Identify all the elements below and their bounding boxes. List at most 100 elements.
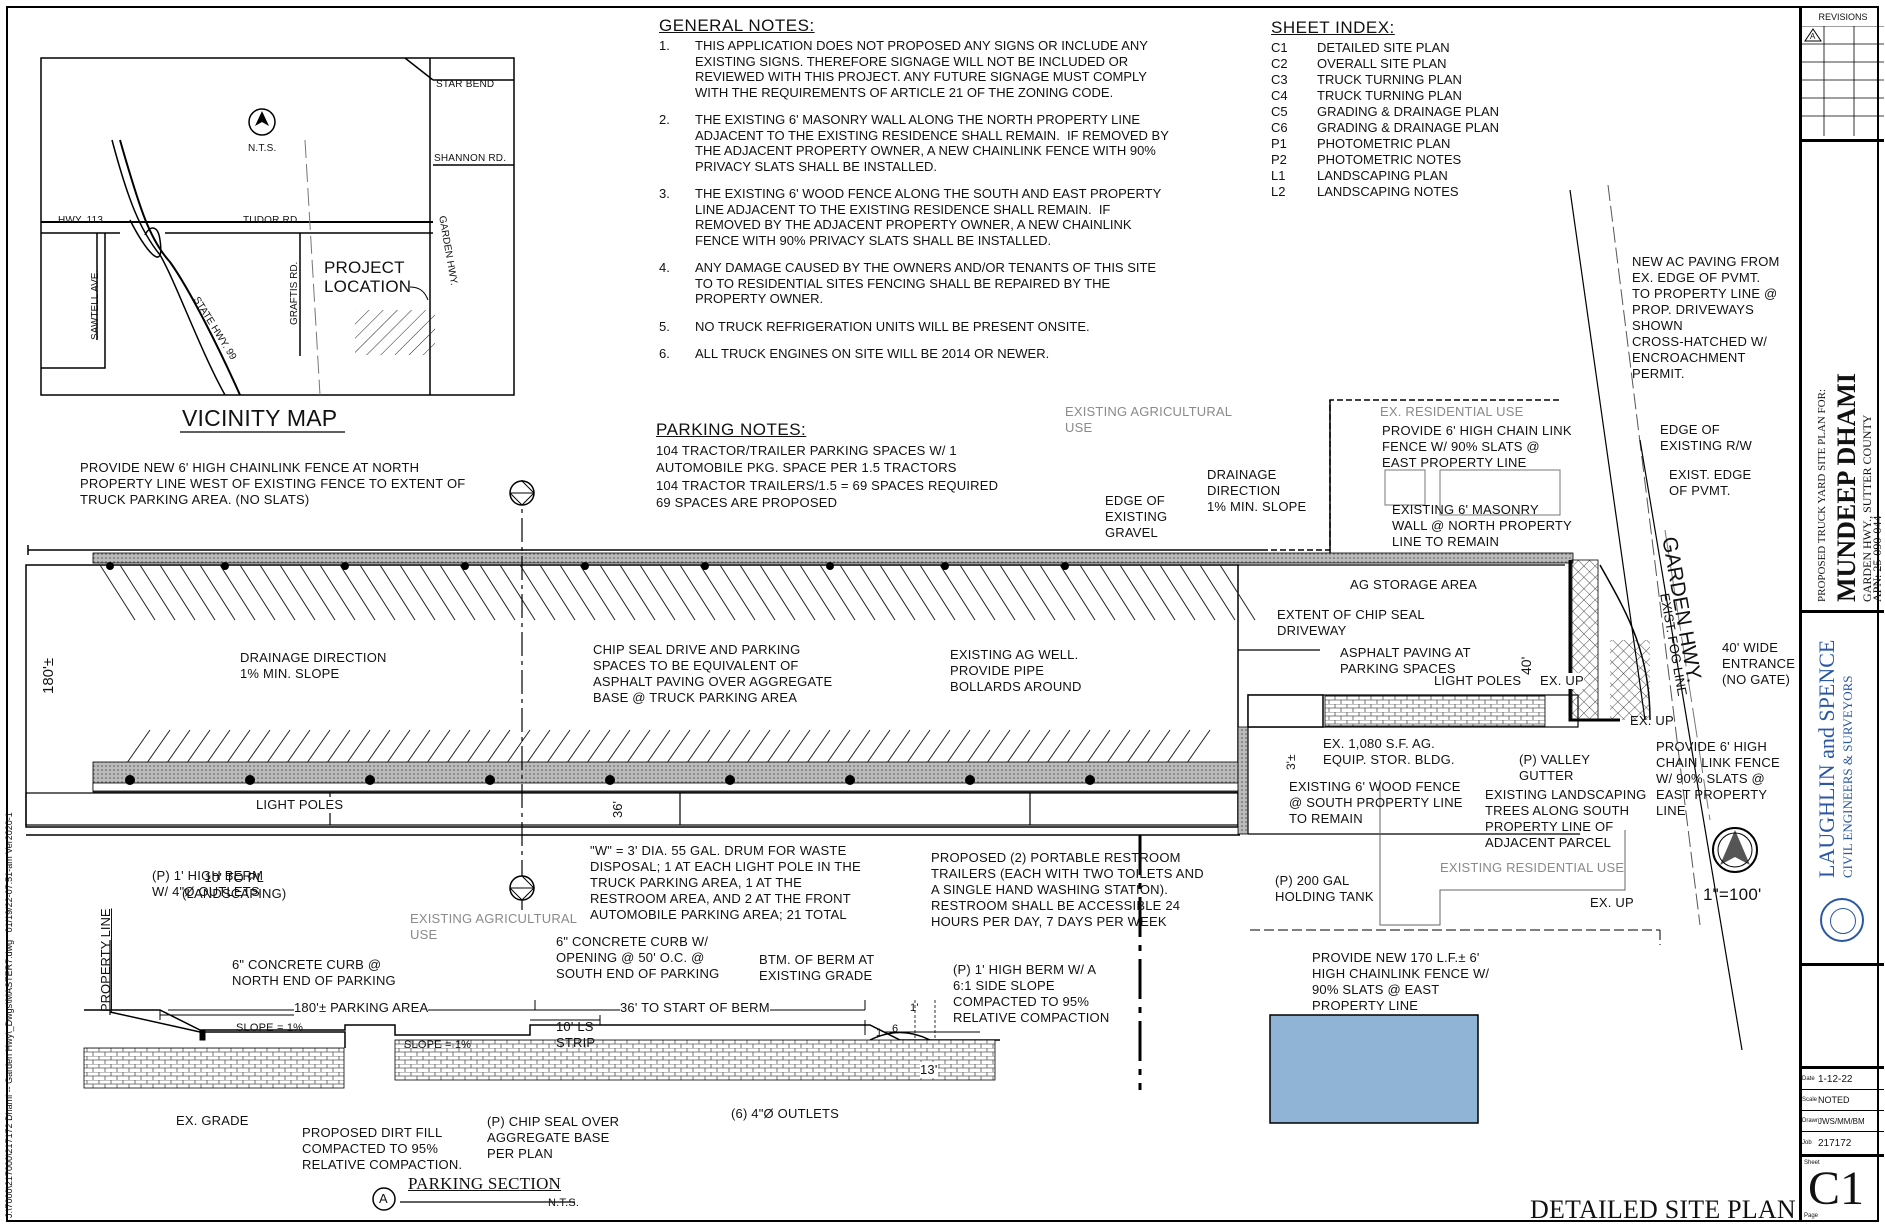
- section-ex-grade: EX. GRADE: [176, 1113, 249, 1128]
- sheet-label: Sheet: [1804, 1160, 1820, 1166]
- general-note: 2.THE EXISTING 6' MASONRY WALL ALONG THE…: [659, 112, 1169, 174]
- sheet-title: DETAILED SITE PLAN: [1530, 1195, 1796, 1224]
- job-label: Job: [1802, 1140, 1812, 1146]
- scale-label: Scale: [1802, 1097, 1818, 1103]
- label-drainage-direction-top: DRAINAGE DIRECTION 1% MIN. SLOPE: [1207, 467, 1307, 514]
- vicinity-map-drawing: [40, 57, 515, 396]
- section-berm-2: (P) 1' HIGH BERM w/ A 6:1 SIDE SLOPE COM…: [953, 962, 1110, 1025]
- label-wood-fence: EXISTING 6' WOOD FENCE @ SOUTH PROPERTY …: [1289, 779, 1463, 826]
- label-ag-storage: AG STORAGE AREA: [1350, 577, 1478, 593]
- label-asphalt-paving: ASPHALT PAVING AT PARKING SPACES: [1340, 645, 1471, 676]
- label-ex-up-3: EX. UP: [1590, 895, 1634, 910]
- revisions-grid: [1802, 26, 1884, 136]
- vm-road-shannon: SHANNON RD.: [434, 153, 507, 164]
- sheet-number-box: Sheet C1 Page: [1802, 1159, 1884, 1222]
- section-parking-area: 180'± PARKING AREA: [294, 1000, 429, 1016]
- section-btm-berm: BTM. OF BERM AT EXISTING GRADE: [759, 952, 875, 983]
- vm-project-location: PROJECT LOCATION: [324, 258, 412, 296]
- general-note: 3.THE EXISTING 6' WOOD FENCE ALONG THE S…: [659, 186, 1162, 248]
- label-drainage-direction-left: DRAINAGE DIRECTION 1% MIN. SLOPE: [240, 650, 387, 682]
- label-existing-residential-use: EXISTING RESIDENTIAL USE: [1440, 860, 1625, 876]
- parking-notes-heading: PARKING NOTES:: [656, 420, 807, 439]
- blank-box: [1802, 966, 1884, 1069]
- section-slope-1: SLOPE = 1%: [236, 1022, 304, 1034]
- label-ex-up-1: EX. UP: [1540, 673, 1584, 689]
- label-exist-edge-pvmt: EXIST. EDGE OF PVMT.: [1669, 467, 1752, 498]
- label-ex-storage-bldg: EX. 1,080 S.F. AG. EQUIP. STOR. BLDG.: [1323, 736, 1455, 767]
- label-dim-36: 36': [610, 801, 625, 818]
- label-light-poles-bottom: LIGHT POLES: [256, 797, 344, 813]
- label-existing-ag-well: EXISTING AG WELL. PROVIDE PIPE BOLLARDS …: [950, 647, 1082, 695]
- section-ls-strip: 10' LS STRIP: [556, 1019, 596, 1050]
- drawn-label: Drawn: [1802, 1118, 1820, 1124]
- general-notes-heading: GENERAL NOTES:: [659, 16, 815, 35]
- section-outlets: (6) 4"ø OUTLETS: [731, 1106, 840, 1121]
- client-address-2: APN: 25-090-044: [1870, 515, 1884, 602]
- section-start-berm: 36' TO START OF BERM: [620, 1000, 770, 1016]
- section-marker: A: [379, 1191, 388, 1206]
- general-note: 6.ALL TRUCK ENGINES ON SITE WILL BE 2014…: [659, 346, 1050, 361]
- firm-seal-icon: [1820, 898, 1864, 942]
- section-slope-2: SLOPE = 1%: [404, 1039, 472, 1051]
- parking-stalls-north: [99, 564, 1256, 621]
- vm-road-hwy113: HWY. 113: [58, 215, 104, 226]
- section-chip-seal: (P) CHIP SEAL OVER AGGREGATE BASE PER PL…: [487, 1114, 620, 1161]
- label-light-poles-top: LIGHT POLES: [1434, 673, 1522, 689]
- revision-mark: A: [1810, 32, 1816, 41]
- label-restroom-note: PROPOSED (2) PORTABLE RESTROOM TRAILERS …: [931, 850, 1204, 929]
- section-nts: N.T.S.: [548, 1197, 580, 1209]
- vm-road-tudor: TUDOR RD: [243, 215, 298, 226]
- label-scale: 1"=100': [1703, 885, 1762, 904]
- vicinity-map-title: VICINITY MAP: [182, 405, 338, 431]
- label-ex-residential-use-top: EX. RESIDENTIAL USE: [1380, 404, 1524, 419]
- general-notes-list: 1.THIS APPLICATION DOES NOT PROPOSED ANY…: [659, 38, 1169, 374]
- label-dim-180: 180'±: [40, 657, 57, 694]
- section-dirt-fill: PROPOSED DIRT FILL COMPACTED TO 95% RELA…: [302, 1125, 463, 1172]
- project-box: PROPOSED TRUCK YARD SITE PLAN FOR: MUNDE…: [1802, 142, 1884, 613]
- vm-road-star-bend: STAR BEND: [436, 79, 495, 90]
- sheet-number: C1: [1808, 1162, 1865, 1215]
- parking-note-line: 104 TRACTOR TRAILERS/1.5 = 69 SPACES REQ…: [656, 478, 999, 493]
- revisions-box: REVISIONS A: [1802, 6, 1884, 142]
- firm-name: LAUGHLIN and SPENCE: [1814, 639, 1839, 878]
- label-fence-north: PROVIDE NEW 6' HIGH CHAINLINK FENCE AT N…: [80, 460, 466, 507]
- label-existing-ag-use-bottom: EXISTING AGRICULTURAL USE: [410, 911, 578, 942]
- job-value: 217172: [1818, 1137, 1852, 1149]
- revisions-label: REVISIONS: [1818, 12, 1868, 22]
- parking-section-drawing: [83, 940, 1000, 1211]
- label-berm-1: (P) 1' HIGH BERM w/ 4"ø OUTLETS: [152, 868, 264, 899]
- section-title: PARKING SECTION: [408, 1174, 562, 1193]
- label-existing-landscaping: EXISTING LANDSCAPING TREES ALONG SOUTH P…: [1485, 787, 1647, 850]
- label-chip-seal-drive: CHIP SEAL DRIVE AND PARKING SPACES TO BE…: [593, 642, 833, 706]
- parking-note-line: 104 TRACTOR/TRAILER PARKING SPACES w/ 1: [656, 443, 957, 458]
- parking-note-line: AUTOMOBILE PKG. SPACE PER 1.5 TRACTORS: [656, 460, 957, 475]
- section-dim-1b: 1: [876, 1027, 883, 1039]
- section-dim-1: 1': [910, 1002, 919, 1014]
- label-existing-ag-use-top: EXISTING AGRICULTURAL USE: [1065, 404, 1233, 435]
- site-plan-linework: [25, 57, 1758, 1211]
- label-dim-3: 3'±: [1284, 754, 1298, 770]
- title-block: REVISIONS A PROPOSED TRUCK YARD SITE PLA…: [1799, 6, 1884, 1222]
- vm-road-grafts: GRAFTIS RD.: [289, 261, 300, 325]
- section-curb-south: 6" CONCRETE CURB w/ OPENING @ 50' O.C. @…: [556, 934, 720, 981]
- general-note: 5.NO TRUCK REFRIGERATION UNITS WILL BE P…: [659, 318, 1090, 334]
- label-dim-40: 40': [1518, 656, 1534, 675]
- parking-stalls-south: [114, 729, 1211, 781]
- label-provide-6-chain-east-2: PROVIDE 6' HIGH CHAIN LINK FENCE w/ 90% …: [1656, 739, 1780, 818]
- general-note: 1.THIS APPLICATION DOES NOT PROPOSED ANY…: [659, 38, 1148, 100]
- label-drum-note: "W" = 3' DIA. 55 GAL. DRUM FOR WASTE DIS…: [590, 843, 861, 922]
- date-value: 1-12-22: [1818, 1073, 1853, 1085]
- label-holding-tank: (P) 200 GAL HOLDING TANK: [1275, 873, 1374, 904]
